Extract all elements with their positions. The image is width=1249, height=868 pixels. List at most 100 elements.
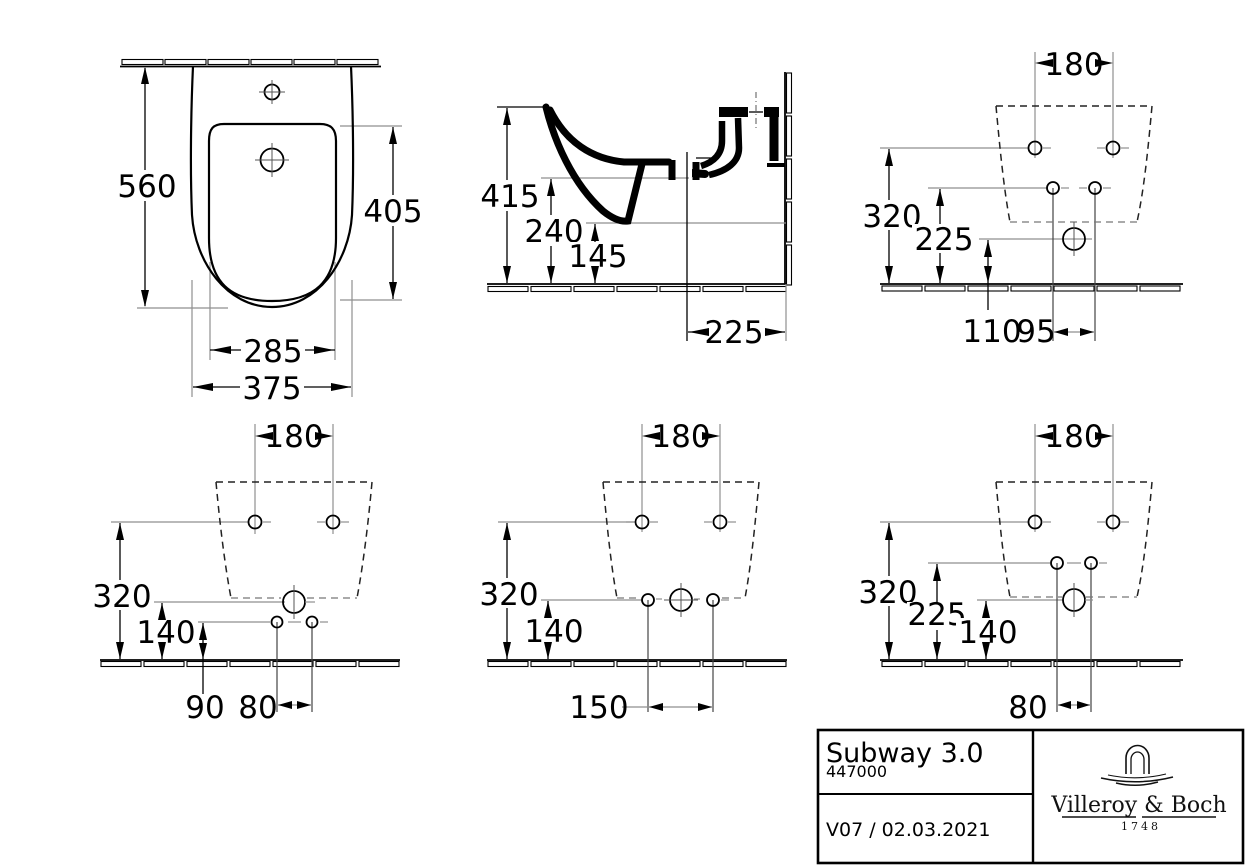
dim-320: 320 [477, 523, 541, 659]
dim-180: 180 [642, 419, 720, 455]
dim-label-145: 145 [568, 239, 627, 275]
dim-label-80: 80 [1008, 690, 1047, 726]
extension-lines [880, 52, 1114, 341]
floor-tiles [880, 283, 1183, 292]
dim-label-140: 140 [136, 615, 195, 651]
dim-label-180: 180 [1044, 47, 1103, 83]
dim-label-90: 90 [185, 690, 224, 726]
title-block-border [816, 728, 1245, 865]
dim-320: 320 [860, 149, 924, 283]
dim-label-320: 320 [92, 579, 151, 615]
dim-140: 140 [134, 603, 198, 659]
fixing-holes-upper [1027, 140, 1129, 156]
dim-180: 180 [1035, 47, 1113, 83]
drain-opening [676, 159, 692, 177]
extension-lines [111, 424, 334, 712]
rear-view-bottom-middle: 180 320 140 150 [477, 419, 787, 726]
hidden-body-outline [215, 481, 373, 599]
dim-285: 285 [210, 334, 335, 370]
product-name: Subway 3.0 [826, 738, 984, 769]
dim-240: 240 [522, 179, 586, 283]
dim-80: 80 [1008, 690, 1091, 726]
dim-label-95: 95 [1016, 314, 1055, 350]
bidet-basin-outline [207, 122, 338, 303]
hidden-body-outline [602, 481, 760, 600]
dim-150: 150 [569, 690, 713, 726]
dim-320: 320 [90, 523, 154, 659]
dim-label-405: 405 [363, 194, 422, 230]
dim-110: 110 [962, 240, 1022, 350]
dim-405: 405 [361, 127, 425, 299]
dim-95: 95 [1016, 314, 1095, 350]
floor-tiles [100, 659, 400, 668]
dim-label-320: 320 [862, 199, 921, 235]
holes-lower [270, 615, 328, 629]
floor-tiles [880, 659, 1183, 668]
brand-founded-year: 1748 [1121, 820, 1161, 833]
dim-label-80: 80 [238, 690, 277, 726]
wall-tiles [120, 58, 381, 68]
dim-label-225: 225 [914, 222, 973, 258]
holes-middle [1050, 556, 1107, 570]
dim-label-110: 110 [962, 314, 1021, 350]
dim-145: 145 [566, 224, 630, 283]
dim-180: 180 [255, 419, 333, 455]
rear-view-bottom-left: 180 320 140 90 80 [90, 419, 400, 726]
brand-name: Villeroy & Boch [1050, 793, 1226, 818]
dim-415: 415 [478, 108, 542, 283]
dim-label-375: 375 [242, 371, 301, 407]
extension-lines [880, 424, 1114, 712]
tap-hole [259, 80, 285, 104]
holes-row [641, 583, 729, 617]
dim-375: 375 [193, 371, 351, 407]
dim-label-150: 150 [569, 690, 628, 726]
dim-label-285: 285 [243, 334, 302, 370]
extension-lines [498, 424, 721, 712]
version-date: V07 / 02.03.2021 [826, 819, 990, 841]
hidden-body-outline [995, 105, 1153, 223]
dim-90: 90 [185, 623, 225, 726]
dim-80: 80 [238, 690, 312, 726]
fixing-holes-upper [626, 514, 736, 530]
dim-560: 560 [115, 67, 179, 307]
article-number: 447000 [826, 762, 887, 781]
title-block: Subway 3.0 447000 V07 / 02.03.2021 Ville… [816, 728, 1245, 865]
drain-hole [1062, 222, 1086, 256]
dim-225: 225 [688, 315, 785, 351]
dim-label-140: 140 [524, 614, 583, 650]
dim-140: 140 [956, 601, 1020, 659]
bidet-section-profile [542, 103, 785, 225]
floor-tiles [487, 659, 787, 668]
faucet-icon [1100, 744, 1174, 786]
dim-label-415: 415 [480, 179, 539, 215]
front-view: 560 405 285 375 [115, 58, 425, 407]
drain-hole [282, 585, 315, 619]
rear-view-top: 180 320 225 110 95 [860, 47, 1183, 350]
dim-label-320: 320 [479, 577, 538, 613]
drain-hole [1062, 583, 1093, 617]
wall-tiles [784, 72, 793, 286]
dim-320: 320 [856, 523, 920, 659]
holes-middle [1046, 181, 1111, 195]
dim-140: 140 [522, 601, 586, 659]
brand-logo: Villeroy & Boch 1748 [1050, 744, 1227, 833]
dim-225: 225 [912, 189, 976, 283]
dim-180: 180 [1035, 419, 1113, 455]
centerlines [686, 92, 763, 341]
side-view: 415 240 145 225 [478, 72, 793, 351]
drain-hole [255, 143, 289, 177]
dim-label-180: 180 [651, 419, 710, 455]
floor-tiles [487, 283, 791, 293]
dim-label-180: 180 [264, 419, 323, 455]
dim-label-180: 180 [1044, 419, 1103, 455]
fixing-holes-upper [247, 514, 349, 530]
extension-lines [137, 125, 402, 397]
bidet-outer-outline [189, 65, 355, 309]
dim-label-560: 560 [117, 169, 176, 205]
hidden-body-outline [995, 481, 1153, 598]
dim-label-225: 225 [704, 315, 763, 351]
dim-label-140: 140 [958, 615, 1017, 651]
fixing-holes-upper [1027, 514, 1129, 530]
